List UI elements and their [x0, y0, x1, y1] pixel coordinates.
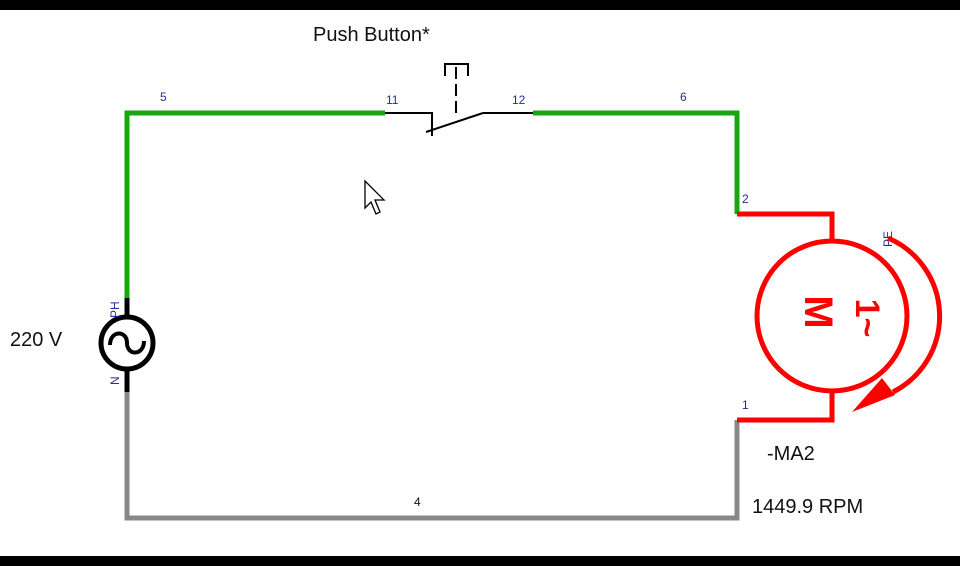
schematic-canvas[interactable]: PH N M 1~ PE 5 11 12 6 2 1 4: [0, 10, 960, 556]
source-voltage-label: 220 V: [10, 329, 63, 351]
motor-symbol[interactable]: M 1~: [737, 211, 943, 423]
motor-phase-symbol: 1~: [848, 299, 886, 338]
wire-4[interactable]: [124, 392, 740, 521]
wire-6[interactable]: [533, 110, 740, 214]
schematic-svg: PH N M 1~ PE 5 11 12 6 2 1 4: [98, 63, 943, 521]
phase-terminal-label: PH: [108, 301, 122, 318]
motor-terminal-2: 2: [742, 192, 749, 206]
rotation-arrowhead-icon: [852, 378, 895, 412]
wire-label-6: 6: [680, 90, 687, 104]
switch-terminal-11: 11: [386, 93, 399, 107]
wire-label-5: 5: [160, 90, 167, 104]
motor-terminal-1: 1: [742, 398, 749, 412]
switch-terminal-12: 12: [512, 93, 526, 107]
rotation-arrow-icon: [887, 235, 943, 395]
wire-label-4: 4: [414, 495, 421, 509]
mouse-cursor-icon: [364, 179, 386, 215]
ac-source-symbol[interactable]: [98, 298, 156, 392]
neutral-terminal-label: N: [108, 376, 122, 385]
push-button-switch[interactable]: [385, 63, 533, 136]
motor-m-symbol: M: [796, 295, 840, 328]
motor-speed-readout: 1449.9 RPM: [752, 496, 864, 518]
wire-5[interactable]: [124, 110, 385, 298]
pe-terminal-label: PE: [881, 231, 895, 247]
motor-name-label: -MA2: [767, 443, 815, 465]
push-button-label: Push Button*: [313, 24, 430, 46]
